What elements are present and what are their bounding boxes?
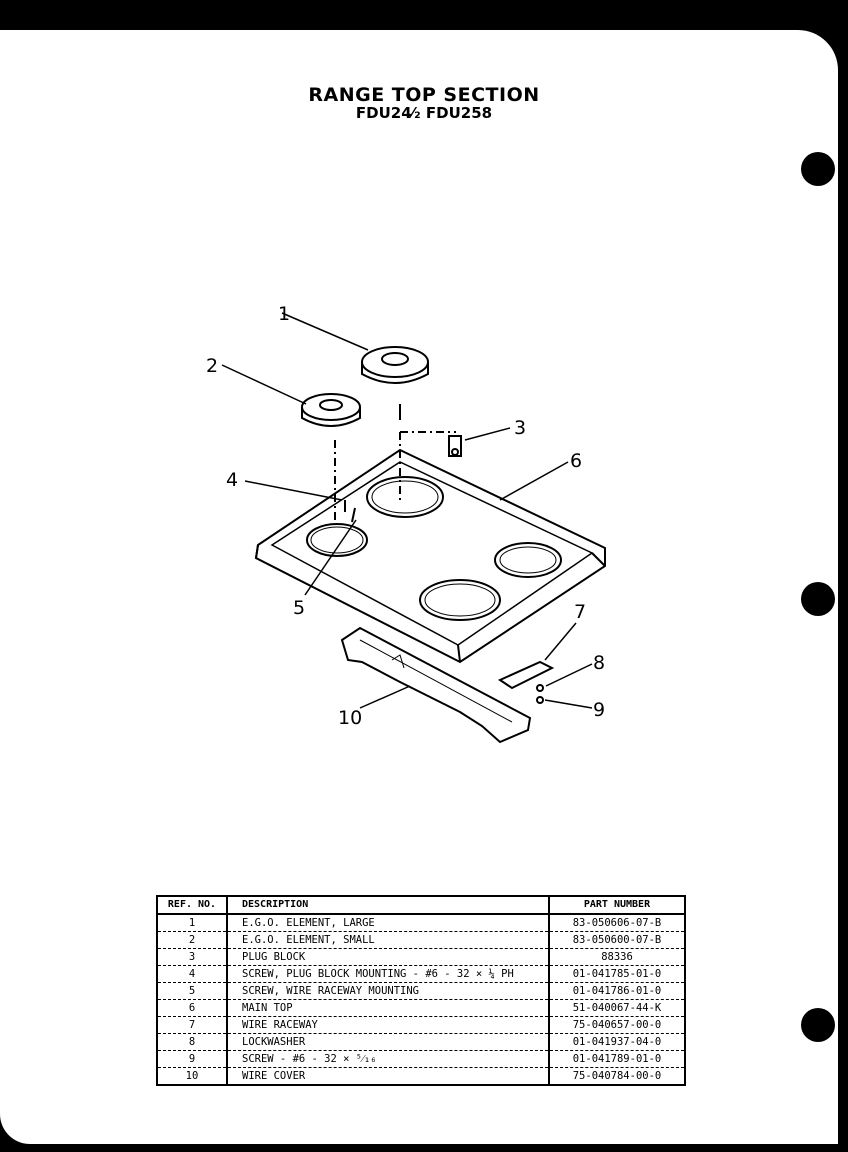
part-number-cell: 88336	[548, 948, 686, 966]
description-cell: SCREW, WIRE RACEWAY MOUNTING	[226, 982, 550, 1000]
scan-border-right	[838, 0, 848, 1152]
ref-cell: 2	[156, 931, 228, 949]
ref-cell: 3	[156, 948, 228, 966]
callout-label: 6	[570, 450, 582, 472]
exploded-diagram: 1 2 3 4 5 6 7 8 9 10	[206, 303, 606, 744]
callout-label: 3	[514, 417, 526, 439]
element-small	[301, 393, 361, 427]
burner-opening	[494, 542, 562, 578]
model-numbers: FDU24⁄₂ FDU258	[355, 104, 493, 122]
column-header-ref: REF. NO.	[156, 896, 228, 915]
scan-border-top	[0, 0, 848, 30]
plug-block	[448, 435, 462, 457]
part-number-cell: 01-041785-01-0	[548, 965, 686, 983]
binder-hole	[801, 1008, 835, 1042]
description-cell: LOCKWASHER	[226, 1033, 550, 1051]
callout-label: 2	[206, 355, 218, 377]
ref-cell: 4	[156, 965, 228, 983]
column-header-part-number: PART NUMBER	[548, 896, 686, 915]
description-cell: WIRE COVER	[226, 1067, 550, 1086]
description-cell: MAIN TOP	[226, 999, 550, 1017]
part-number-cell: 75-040657-00-0	[548, 1016, 686, 1034]
column-header-description: DESCRIPTION	[226, 896, 550, 915]
page-title: RANGE TOP SECTION	[308, 84, 540, 106]
callout-label: 5	[293, 597, 305, 619]
wire-raceway	[497, 660, 555, 690]
part-number-cell: 01-041786-01-0	[548, 982, 686, 1000]
part-number-cell: 75-040784-00-0	[548, 1067, 686, 1086]
part-number-cell: 83-050600-07-B	[548, 931, 686, 949]
lockwasher	[536, 684, 544, 692]
callout-label: 7	[574, 601, 586, 623]
ref-cell: 6	[156, 999, 228, 1017]
burner-opening	[419, 579, 501, 621]
part-number-cell: 01-041937-04-0	[548, 1033, 686, 1051]
description-cell: PLUG BLOCK	[226, 948, 550, 966]
burner-opening	[366, 476, 444, 518]
callout-label: 1	[278, 303, 290, 325]
callout-label: 4	[226, 469, 238, 491]
ref-cell: 9	[156, 1050, 228, 1068]
binder-hole	[801, 152, 835, 186]
description-cell: E.G.O. ELEMENT, LARGE	[226, 914, 550, 932]
ref-cell: 5	[156, 982, 228, 1000]
part-number-cell: 51-040067-44-K	[548, 999, 686, 1017]
part-number-cell: 01-041789-01-0	[548, 1050, 686, 1068]
table-header-row: REF. NO. DESCRIPTION PART NUMBER	[156, 896, 686, 915]
wire-cover	[340, 626, 532, 744]
ref-cell: 7	[156, 1016, 228, 1034]
callout-label: 9	[593, 699, 605, 721]
callout-label: 8	[593, 652, 605, 674]
part-number-cell: 83-050606-07-B	[548, 914, 686, 932]
ref-cell: 8	[156, 1033, 228, 1051]
ref-cell: 10	[156, 1067, 228, 1086]
burner-opening	[306, 523, 368, 557]
description-cell: SCREW, PLUG BLOCK MOUNTING - #6 - 32 × ¼…	[226, 965, 550, 983]
screw	[536, 696, 544, 704]
scan-border-bottom	[0, 1144, 848, 1152]
binder-hole	[801, 582, 835, 616]
description-cell: SCREW - #6 - 32 × ⁵⁄₁₆	[226, 1050, 550, 1068]
element-large	[361, 346, 429, 384]
ref-cell: 1	[156, 914, 228, 932]
description-cell: E.G.O. ELEMENT, SMALL	[226, 931, 550, 949]
callout-label: 10	[338, 707, 362, 729]
description-cell: WIRE RACEWAY	[226, 1016, 550, 1034]
